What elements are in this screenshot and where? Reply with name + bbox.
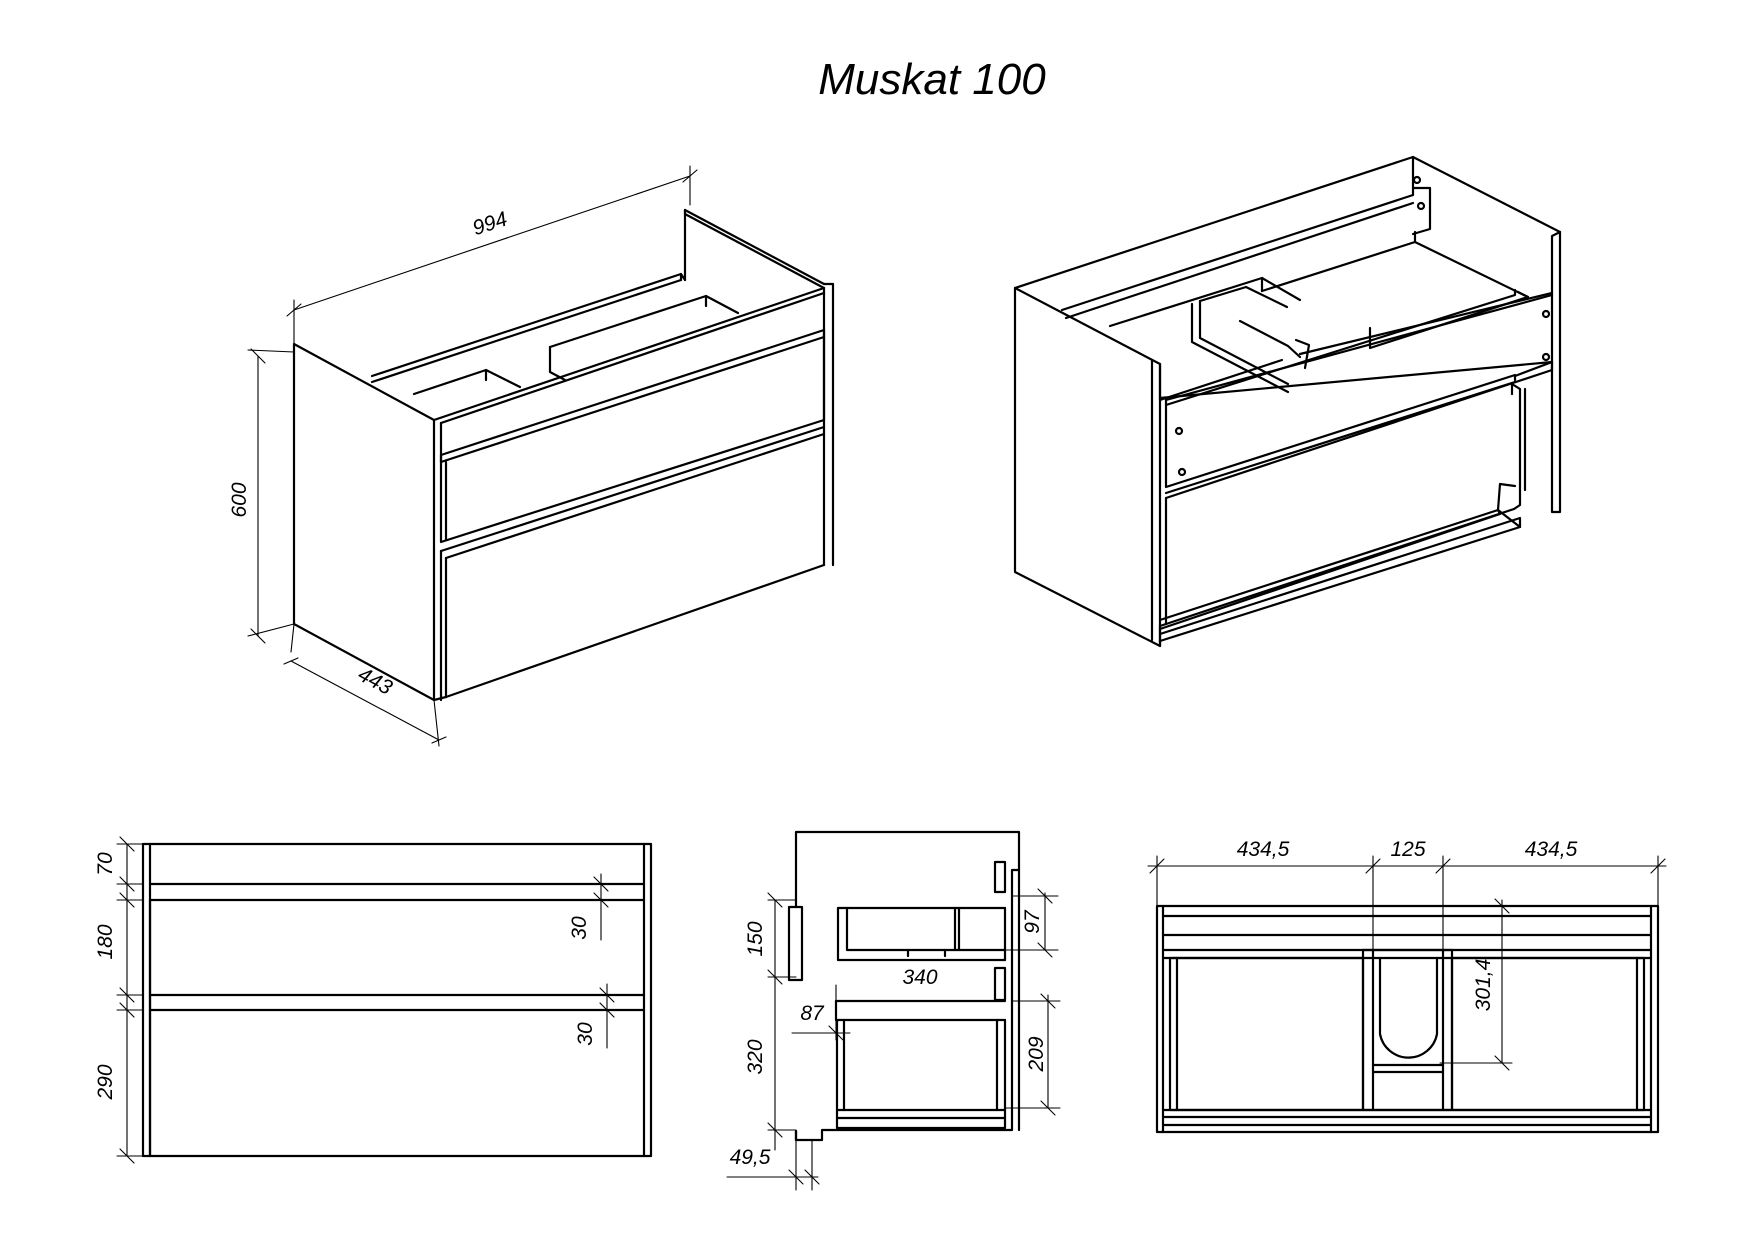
dim-tray-depth: 97 [1021,909,1044,934]
dim-top: 70 [94,852,117,876]
dim-plinth: 49,5 [730,1146,771,1169]
dim-lower-drawer: 290 [94,1064,117,1100]
dim-tray-width: 340 [902,966,937,989]
drawing-title: Muskat 100 [818,55,1046,104]
dim-lower-gap: 30 [574,1022,597,1046]
dim-center-width: 125 [1390,838,1425,861]
dim-width: 994 [470,207,510,240]
dim-lower-section: 320 [744,1039,767,1074]
dim-inner-offset: 87 [800,1002,825,1025]
isometric-view-front: 994 600 443 [228,165,835,747]
dim-cutout-depth: 301,4 [1472,959,1495,1012]
isometric-view-open [1013,155,1562,648]
dim-left-width: 434,5 [1237,838,1290,861]
front-elevation: 70 180 290 30 30 [94,836,653,1164]
top-view: 434,5 125 434,5 301,4 [1147,838,1667,1134]
dim-right-width: 434,5 [1525,838,1578,861]
dim-height: 600 [228,482,251,517]
side-section: 150 320 97 209 340 87 49,5 [726,830,1061,1191]
dim-upper-drawer: 180 [94,924,117,959]
dim-lower-drawer-depth: 209 [1025,1036,1048,1072]
dim-drawer-height: 150 [744,921,767,956]
dim-upper-gap: 30 [568,916,591,940]
dim-depth: 443 [354,663,396,700]
